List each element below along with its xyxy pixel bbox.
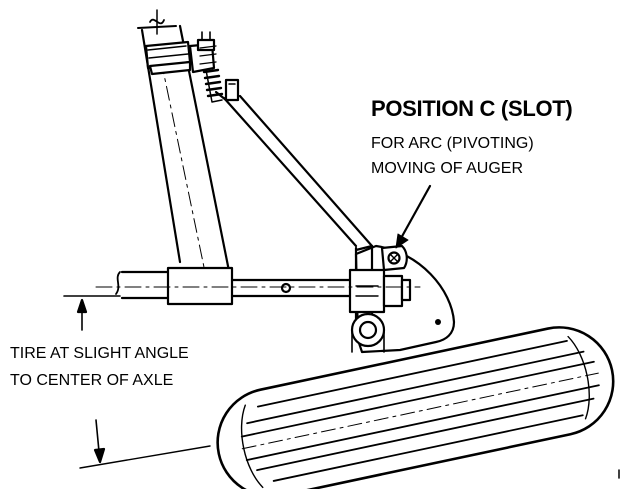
callout-leader-arrow bbox=[396, 186, 430, 248]
angle-dimension-marker bbox=[64, 296, 210, 468]
brace-arm bbox=[216, 80, 372, 246]
callout-line-2: MOVING OF AUGER bbox=[371, 160, 524, 177]
tire-note-line-2: TO CENTER OF AXLE bbox=[10, 372, 174, 389]
tire bbox=[208, 317, 623, 489]
axle-tube bbox=[96, 268, 420, 352]
callout-line-1: FOR ARC (PIVOTING) bbox=[371, 135, 534, 152]
tire-note-line-1: TIRE AT SLIGHT ANGLE bbox=[10, 345, 189, 362]
callout-title: POSITION C (SLOT) bbox=[371, 96, 573, 121]
adjuster-bolt bbox=[190, 32, 222, 102]
post-collar bbox=[146, 42, 190, 74]
